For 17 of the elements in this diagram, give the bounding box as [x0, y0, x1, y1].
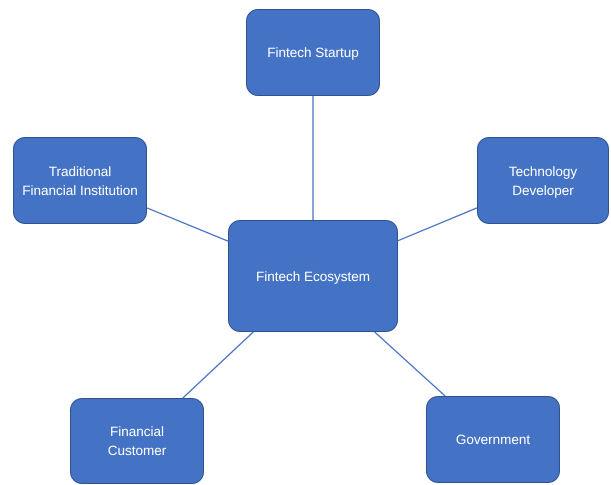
node-label: Financial Customer	[106, 423, 168, 460]
node-label: Traditional Financial Institution	[22, 162, 138, 200]
connector-line	[182, 332, 254, 398]
connector-line	[398, 207, 478, 242]
node-label: Fintech Startup	[267, 44, 359, 62]
connector-line	[374, 332, 446, 396]
node-label: Technology Developer	[508, 162, 578, 200]
process-box	[246, 9, 380, 96]
connector-line	[146, 207, 228, 242]
process-box	[13, 137, 147, 224]
node-label: Fintech Ecosystem	[256, 268, 370, 286]
process-box	[70, 398, 204, 484]
process-box	[477, 137, 609, 224]
connector-line	[312, 96, 314, 220]
node-label: Government	[456, 431, 530, 449]
process-box	[426, 396, 560, 483]
process-box	[228, 220, 398, 332]
